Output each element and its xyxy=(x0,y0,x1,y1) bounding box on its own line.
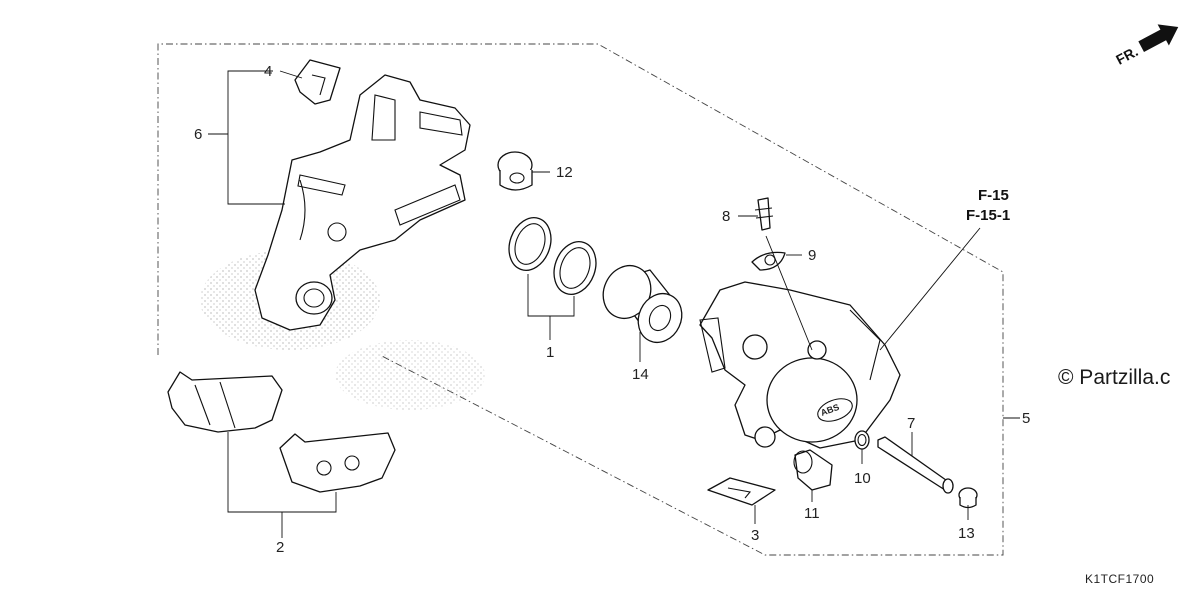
pad-retainer-clip[interactable] xyxy=(294,59,341,105)
bleeder-boot[interactable] xyxy=(751,251,786,271)
slide-pin-boot[interactable] xyxy=(793,449,833,491)
callout-5: 5 xyxy=(1022,410,1030,427)
callout-12: 12 xyxy=(556,164,573,181)
callout-6: 6 xyxy=(194,126,202,143)
callout-3: 3 xyxy=(751,527,759,544)
callout-14: 14 xyxy=(632,366,649,383)
o-ring[interactable] xyxy=(854,430,870,450)
reference-code-f15-1: F-15-1 xyxy=(966,207,1010,224)
bleeder-screw[interactable] xyxy=(754,197,774,231)
piston-seal-set[interactable] xyxy=(502,212,603,300)
caliper-body[interactable]: ABS xyxy=(699,281,901,449)
diagram-code: K1TCF1700 xyxy=(1085,572,1155,586)
callout-8: 8 xyxy=(722,208,730,225)
reference-codes: F-15 F-15-1 xyxy=(966,187,1010,224)
callout-labels: 4 6 12 1 14 8 9 5 7 10 11 3 13 2 xyxy=(194,63,1030,556)
leader-lines xyxy=(208,70,1020,538)
caliper-bracket[interactable] xyxy=(254,74,471,331)
bleeder-cap[interactable] xyxy=(497,151,533,191)
pad-pin[interactable] xyxy=(877,436,954,494)
pin-plug[interactable] xyxy=(958,487,978,509)
callout-7: 7 xyxy=(907,415,915,432)
reference-code-f15: F-15 xyxy=(978,187,1009,204)
callout-13: 13 xyxy=(958,525,975,542)
pad-spring[interactable] xyxy=(707,477,776,506)
front-direction-arrow-icon xyxy=(1138,24,1179,52)
copyright-watermark: © Partzilla.c xyxy=(1058,366,1171,389)
assembly-boundary xyxy=(157,43,1004,556)
callout-11: 11 xyxy=(804,505,820,522)
callout-10: 10 xyxy=(854,470,871,487)
callout-9: 9 xyxy=(808,247,816,264)
caliper-piston[interactable] xyxy=(595,258,690,350)
callout-4: 4 xyxy=(264,63,272,80)
callout-2: 2 xyxy=(276,539,284,556)
brake-pad-set[interactable] xyxy=(167,371,396,493)
front-direction-indicator: FR. xyxy=(1113,24,1179,68)
front-label: FR. xyxy=(1113,43,1140,68)
callout-1: 1 xyxy=(546,344,554,361)
